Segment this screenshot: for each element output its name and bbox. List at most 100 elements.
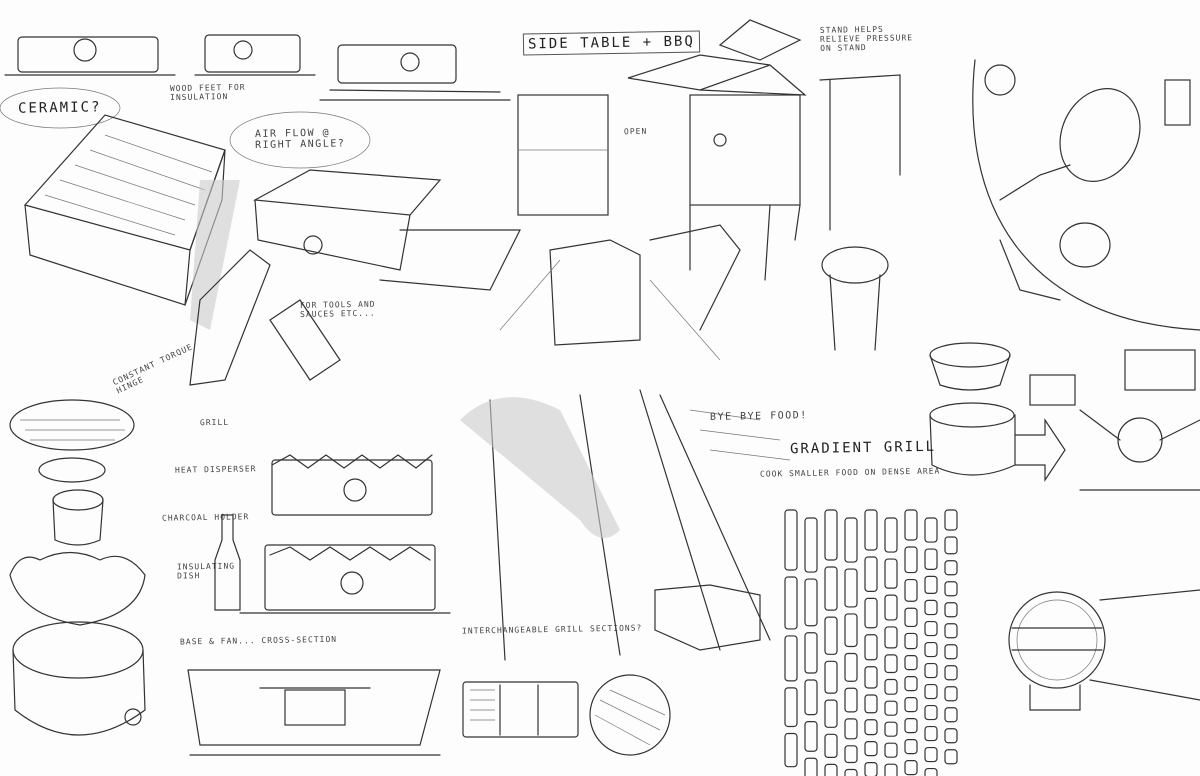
grill-slot <box>904 739 918 755</box>
grill-slot <box>844 652 858 682</box>
grill-slot <box>904 676 918 692</box>
exploded-grill-stack <box>9 399 146 736</box>
fan-assembly-sketch <box>929 342 1200 491</box>
grill-slot <box>864 719 878 736</box>
grill-side-view-2 <box>194 34 316 76</box>
grill-slot <box>824 616 838 655</box>
grill-slot <box>944 728 958 744</box>
grill-slot <box>784 687 798 728</box>
grill-slot <box>924 575 938 594</box>
grill-slot <box>884 626 898 649</box>
round-fan-grill-sketch <box>1008 589 1200 711</box>
grill-slot <box>904 632 918 650</box>
grill-slot <box>804 517 818 573</box>
grill-slot <box>904 546 918 574</box>
grill-slot <box>944 602 958 618</box>
grill-slot <box>924 683 938 700</box>
grill-slot <box>864 694 878 714</box>
grill-slot <box>844 613 858 648</box>
note-side-table: Side table + BBQ <box>522 30 701 56</box>
grill-slot <box>884 721 898 737</box>
grill-slot <box>804 757 818 776</box>
grill-slot <box>924 725 938 742</box>
grill-slot <box>804 632 818 674</box>
grill-slot <box>824 699 838 728</box>
grill-slot <box>904 607 918 628</box>
grill-slot <box>924 662 938 679</box>
grill-slot <box>824 733 838 759</box>
grill-slot <box>844 718 858 740</box>
grill-slot <box>904 697 918 713</box>
grill-slot <box>824 566 838 611</box>
grill-slot <box>944 644 958 660</box>
grill-slot <box>844 568 858 608</box>
grill-slot <box>784 509 798 571</box>
grill-slot <box>864 762 878 776</box>
grill-slot <box>864 634 878 661</box>
base-cross-section <box>187 669 441 756</box>
side-table-sketch <box>499 19 901 361</box>
note-stand-helps: Stand helps relieve pressure on stand <box>819 24 914 53</box>
air-flow-bubble <box>229 111 371 169</box>
grill-slot <box>944 707 958 723</box>
grill-slot <box>944 509 958 531</box>
grill-closeup-lines <box>460 389 791 661</box>
grill-slot <box>944 536 958 555</box>
grill-side-view-3 <box>319 44 511 101</box>
grill-sections-tray <box>462 674 671 756</box>
note-tools: For tools and sauces etc... <box>299 299 376 319</box>
grill-slot <box>864 509 878 551</box>
note-heat-disperser: Heat disperser <box>174 464 257 475</box>
grill-slot <box>904 655 918 671</box>
note-grill: Grill <box>199 417 230 428</box>
grill-side-view-1 <box>4 36 176 76</box>
grill-slot <box>884 654 898 674</box>
grill-slot <box>784 576 798 630</box>
note-gradient-grill: Gradient grill <box>789 438 937 458</box>
grill-slot <box>824 660 838 694</box>
top-view-user-sketch <box>972 59 1200 331</box>
grill-slot <box>844 745 858 764</box>
grill-slot <box>904 718 918 734</box>
grill-slot <box>804 578 818 627</box>
grill-slot <box>904 509 918 541</box>
grill-slot <box>884 594 898 621</box>
grill-slot <box>864 666 878 689</box>
grill-slot <box>924 746 938 763</box>
grill-slot <box>884 517 898 553</box>
grill-slot <box>884 558 898 589</box>
note-charcoal-holder: Charcoal holder <box>161 512 250 523</box>
gradient-grill-pattern <box>784 509 958 776</box>
grill-slot <box>844 768 858 776</box>
grill-slot <box>784 732 798 768</box>
ceramic-grill-sketch <box>23 114 240 330</box>
grill-slot <box>844 517 858 563</box>
grill-slot <box>924 767 938 776</box>
grill-slot <box>884 700 898 716</box>
grill-slot <box>924 548 938 570</box>
grill-slot <box>944 560 958 576</box>
grill-slot <box>904 760 918 776</box>
note-open: Open <box>623 126 648 137</box>
grill-slot <box>924 704 938 721</box>
grill-slot <box>824 509 838 561</box>
note-wood-feet: Wood feet for insulation <box>169 82 246 103</box>
grill-slot <box>944 623 958 639</box>
grill-slot <box>884 763 898 776</box>
grill-slot <box>924 620 938 637</box>
grill-slot <box>804 721 818 752</box>
grill-slot <box>804 679 818 716</box>
grill-slot <box>864 741 878 757</box>
grill-slot <box>924 599 938 616</box>
grill-slot <box>884 742 898 758</box>
ceramic-bubble <box>0 87 121 129</box>
grill-slot <box>924 641 938 658</box>
grill-slot <box>924 517 938 543</box>
zigzag-grill-sketch <box>214 454 451 614</box>
grill-slot <box>884 678 898 695</box>
note-insulating-dish: Insulating dish <box>176 561 236 581</box>
note-air-flow: Air flow @ right angle? <box>254 127 346 151</box>
grill-slot <box>864 597 878 629</box>
